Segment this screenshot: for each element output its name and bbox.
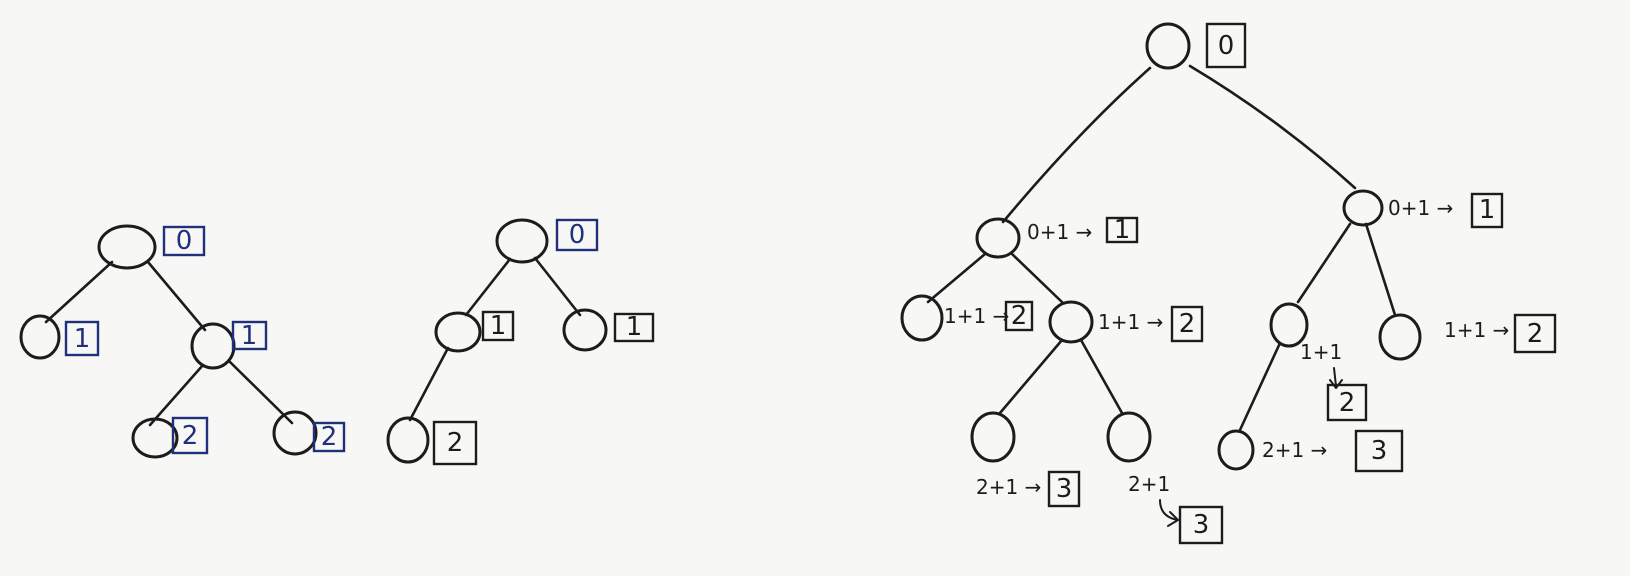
tree-c-node-root [1145, 22, 1191, 70]
tree-c-note-lrr: 2+1 [1128, 472, 1170, 496]
tree-c-node-rll [1217, 429, 1255, 471]
svg-text:2: 2 [1179, 309, 1196, 339]
tree-b-node-right [562, 308, 608, 352]
tree-b-edge-root-left [464, 257, 512, 317]
tree-c-node-lr [1048, 300, 1094, 344]
tree-c-label-rll: 2+1 → 3 [1262, 429, 1404, 473]
tree-c-arrow-rl [1329, 367, 1343, 389]
tree-c-label-lrl: 2+1 → 3 [976, 470, 1081, 508]
tree-c-label-lrr: 2+1 3 [1128, 472, 1224, 545]
tree-b-label-root: 0 [555, 218, 599, 252]
tree-c-label-rr: 1+1 → 2 [1444, 313, 1557, 354]
tree-a-node-left [19, 314, 61, 360]
tree-c-note-rll: 2+1 → [1262, 438, 1327, 462]
tree-c-note-rr: 1+1 → [1444, 318, 1509, 342]
svg-text:0: 0 [1218, 31, 1235, 61]
tree-c-note-lr: 1+1 → [1098, 310, 1163, 334]
tree-a-label-right-right: 2 [312, 421, 346, 453]
tree-b-node-left [434, 311, 482, 353]
tree-c-node-lrl [970, 411, 1016, 463]
tree-c-label-root: 0 [1205, 22, 1247, 69]
tree-c-label-ll: 1+1 → 2 [944, 300, 1034, 332]
tree-b-edge-left-left [408, 346, 450, 422]
svg-text:1: 1 [241, 321, 258, 351]
tree-a-edge-root-left [44, 260, 114, 324]
tree-a-node-right [190, 322, 236, 370]
tree-a-node-root [97, 224, 157, 270]
tree-a-node-right-left [131, 417, 179, 459]
tree-a-edge-root-right [146, 260, 207, 332]
tree-c-edge-l-lr [1010, 252, 1065, 305]
tree-c-edge-lr-lrr [1079, 338, 1124, 415]
tree-a-edge-right-right [228, 360, 294, 425]
tree-b-label-left: 1 [481, 310, 515, 342]
tree-c-label-l: 0+1 → 1 [1027, 215, 1139, 245]
svg-text:1: 1 [626, 312, 643, 342]
tree-c-note-lrl: 2+1 → [976, 475, 1041, 499]
tree-c-note-r: 0+1 → [1388, 196, 1453, 220]
svg-text:1: 1 [1114, 215, 1131, 245]
tree-c-edge-rl-rll [1238, 341, 1282, 432]
tree-c-note-rl: 1+1 [1300, 340, 1342, 364]
tree-a-node-right-right [272, 410, 318, 456]
tree-c-node-ll [900, 294, 944, 342]
tree-b-label-right: 1 [613, 312, 655, 343]
svg-text:2: 2 [182, 421, 199, 451]
tree-a-label-root: 0 [162, 225, 206, 257]
tree-c-node-l [975, 217, 1021, 259]
tree-b-node-root [495, 218, 549, 264]
svg-text:3: 3 [1193, 510, 1210, 540]
svg-text:2: 2 [321, 422, 338, 452]
tree-b-edge-root-right [533, 256, 582, 317]
svg-text:0: 0 [176, 226, 193, 256]
svg-text:1: 1 [1479, 195, 1496, 225]
tree-c-note-l: 0+1 → [1027, 220, 1092, 244]
tree-c-label-r: 0+1 → 1 [1388, 192, 1504, 229]
svg-text:2: 2 [447, 428, 464, 458]
tree-c-arrow-lrr [1159, 499, 1179, 527]
tree-a-label-right-left: 2 [171, 416, 209, 455]
tree-c-note-ll: 1+1 → [944, 304, 1009, 328]
tree-b-node-left-left [386, 416, 430, 464]
svg-text:2: 2 [1011, 301, 1028, 331]
tree-c-node-r [1342, 189, 1384, 227]
svg-text:1: 1 [490, 311, 507, 341]
tree-a: 0 1 1 2 2 [19, 224, 346, 459]
tree-c-edge-l-ll [926, 252, 987, 304]
tree-c-edge-lr-lrl [998, 338, 1064, 415]
tree-b-label-left-left: 2 [432, 420, 478, 466]
tree-c-edge-r-rl [1296, 222, 1352, 304]
svg-text:2: 2 [1339, 388, 1356, 418]
tree-b: 0 1 1 2 [386, 218, 655, 466]
tree-c-node-rr [1378, 313, 1422, 361]
tree-c-node-lrr [1106, 411, 1152, 463]
tree-c-label-rl: 1+1 2 [1300, 340, 1368, 422]
svg-text:3: 3 [1056, 474, 1073, 504]
tree-c-label-lr: 1+1 → 2 [1098, 305, 1204, 343]
tree-a-label-left: 1 [64, 320, 100, 357]
svg-text:3: 3 [1371, 436, 1388, 466]
svg-text:0: 0 [569, 220, 586, 250]
tree-c: 0 0+1 → 1 0+1 → 1 1+1 → 2 1+1 → 2 2+1 [900, 22, 1557, 545]
tree-a-edge-right-left [148, 363, 205, 427]
tree-c-edge-r-rr [1364, 222, 1397, 317]
svg-text:2: 2 [1527, 319, 1544, 349]
tree-a-label-right: 1 [231, 320, 268, 351]
tree-c-edge-root-right [1188, 64, 1357, 190]
tree-c-edge-root-left [1001, 66, 1152, 224]
tree-c-node-rl [1269, 302, 1309, 348]
svg-text:1: 1 [74, 324, 91, 354]
